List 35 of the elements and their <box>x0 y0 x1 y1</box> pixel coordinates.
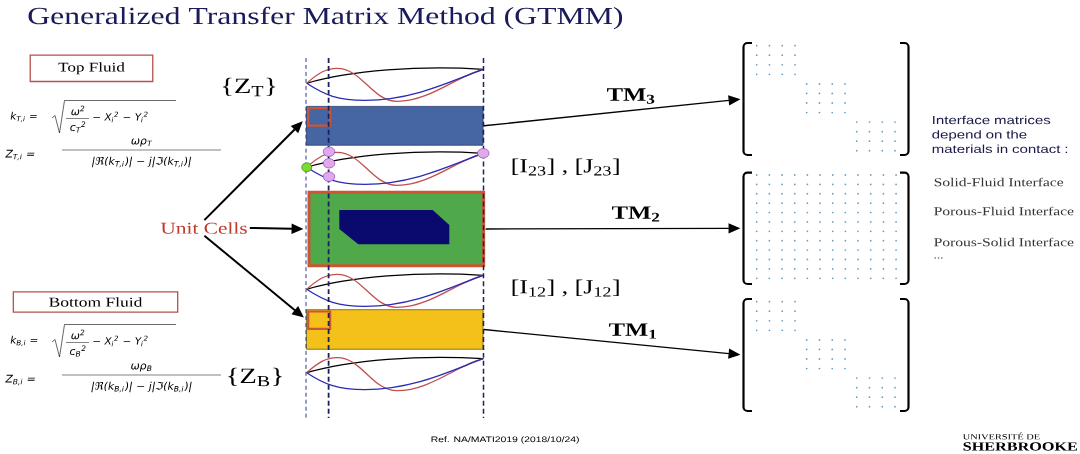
math-label: {Z$_{T}$} <box>222 77 276 97</box>
title: Generalized Transfer Matrix Method (GTMM) <box>28 6 623 30</box>
formula-text: k$_{B,i}$ = <box>10 335 38 347</box>
arrow <box>203 234 304 318</box>
matrix <box>742 297 910 413</box>
edge-label: TM$_{1}$ <box>607 322 659 340</box>
edge-label: TM$_{3}$ <box>605 87 657 105</box>
formula-text: |ℜ(k$_{B,i}$)| − j|ℑ(k$_{B,i}$)| <box>91 381 192 393</box>
square-outline <box>307 310 332 330</box>
label-box: Bottom Fluid <box>12 291 179 313</box>
math-label: [I$_{12}$] , [J$_{12}$] <box>512 279 619 297</box>
note-text: Porous-Fluid Interface <box>934 206 1074 216</box>
edge-label: TM$_{2}$ <box>610 205 662 223</box>
math-label: {Z$_{B}$} <box>228 367 282 387</box>
note-text: Interface matrices depend on the materials in contact : <box>932 115 1068 154</box>
formula-text: |ℜ(k$_{T,i}$)| − j|ℑ(k$_{T,i}$)| <box>91 156 192 168</box>
formula-text: Z$_{T,i}$ = <box>5 149 35 161</box>
note-text: Solid-Fluid Interface <box>934 177 1064 187</box>
formula-text: ω$^{2}$ <box>71 329 85 340</box>
square-outline <box>307 107 332 127</box>
formula-text: k$_{T,i}$ = <box>10 111 37 123</box>
matrix <box>742 171 910 286</box>
layer-box <box>306 309 484 350</box>
heading-text: Unit Cells <box>160 222 247 234</box>
math-label: [I$_{23}$] , [J$_{23}$] <box>512 158 619 176</box>
note-text: ... <box>934 257 943 259</box>
university-name: SHERBROOKE <box>963 442 1077 451</box>
matrix <box>742 41 910 157</box>
formula-text: ω$^{2}$ <box>71 105 85 116</box>
label-box: Top Fluid <box>29 54 154 83</box>
formula-text: ωρ$_{B}$ <box>131 363 152 372</box>
layer-box <box>306 106 484 146</box>
formula-text: Z$_{B,i}$ = <box>5 374 35 386</box>
formula-text: ωρ$_{T}$ <box>131 138 153 147</box>
note-text: Porous-Solid Interface <box>934 237 1074 247</box>
